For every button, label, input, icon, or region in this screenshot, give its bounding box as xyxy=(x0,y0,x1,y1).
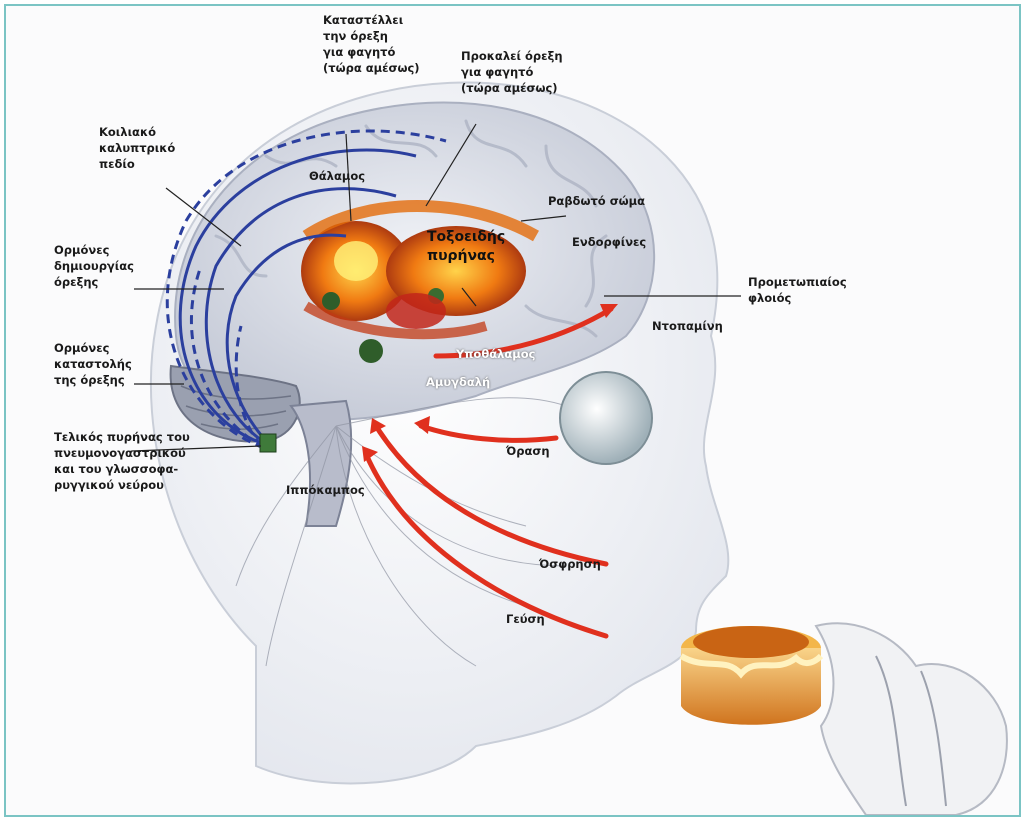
cake-illustration xyxy=(681,626,821,725)
label-appetite-hormones: Ορμόνες δημιουργίας όρεξης xyxy=(54,242,134,290)
label-taste: Γεύση xyxy=(506,611,545,627)
label-vagus-nucleus: Τελικός πυρήνας του πνευμονογαστρικού κα… xyxy=(54,429,190,493)
label-vision: Όραση xyxy=(506,443,550,459)
label-suppress-appetite-now: Καταστέλλει την όρεξη για φαγητό (τώρα α… xyxy=(323,12,420,76)
label-endorphins: Ενδορφίνες xyxy=(572,234,646,250)
label-hippocampus: Ιππόκαμπος xyxy=(286,482,365,498)
label-amygdala: Αμυγδαλή xyxy=(426,374,490,390)
label-prefrontal-cortex: Προμετωπιαίος φλοιός xyxy=(748,274,847,306)
diagram-frame: Καταστέλλει την όρεξη για φαγητό (τώρα α… xyxy=(4,4,1021,817)
hand xyxy=(816,623,1007,815)
label-smell: Όσφρηση xyxy=(539,556,601,572)
eye xyxy=(560,372,652,464)
label-dopamine: Ντοπαμίνη xyxy=(652,318,723,334)
label-thalamus: Θάλαμος xyxy=(309,168,365,184)
label-hypothalamus: Υποθάλαμος xyxy=(456,346,535,362)
label-arcuate-nucleus: Τοξοειδής πυρήνας xyxy=(427,228,505,266)
label-corpus-striatum: Ραβδωτό σώμα xyxy=(548,193,645,209)
label-ventral-tegmental-area: Κοιλιακό καλυπτρικό πεδίο xyxy=(99,124,175,172)
label-satiety-hormones: Ορμόνες καταστολής της όρεξης xyxy=(54,340,132,388)
vagus-nucleus-marker xyxy=(260,434,276,452)
label-provoke-appetite-now: Προκαλεί όρεξη για φαγητό (τώρα αμέσως) xyxy=(461,48,563,96)
